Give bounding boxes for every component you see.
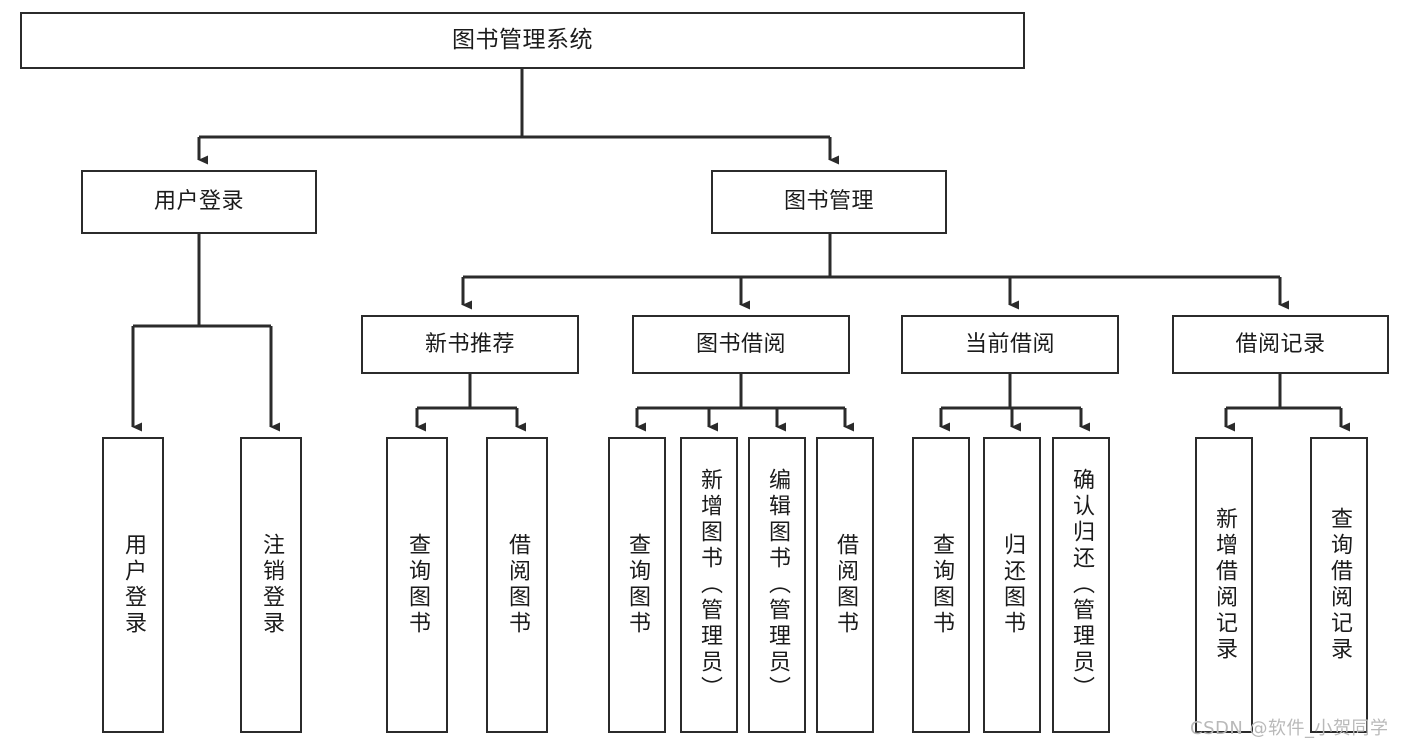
node-borrow-record[interactable]: 借阅记录 [1172,315,1389,374]
node-leaf-confirm-return-admin-label: 确认归还（管理员） [1069,468,1094,702]
node-leaf-edit-book-admin[interactable]: 编辑图书（管理员） [748,437,806,733]
node-leaf-edit-book-admin-label: 编辑图书（管理员） [765,468,790,702]
node-leaf-query-book-current-label: 查询图书 [929,533,954,637]
node-leaf-query-borrow-record[interactable]: 查询借阅记录 [1310,437,1368,733]
node-leaf-borrow-book-label: 借阅图书 [833,533,858,637]
node-leaf-user-login[interactable]: 用户登录 [102,437,164,733]
node-user-login-label: 用户登录 [153,189,244,215]
node-leaf-borrow-book-recommend[interactable]: 借阅图书 [486,437,548,733]
node-book-management-label: 图书管理 [783,189,874,215]
node-current-borrow-label: 当前借阅 [964,331,1055,357]
node-leaf-return-book[interactable]: 归还图书 [983,437,1041,733]
node-leaf-return-book-label: 归还图书 [1000,533,1025,637]
node-book-borrow[interactable]: 图书借阅 [632,315,850,374]
node-leaf-query-book-borrow-label: 查询图书 [625,533,650,637]
node-book-borrow-label: 图书借阅 [695,331,786,357]
node-leaf-query-borrow-record-label: 查询借阅记录 [1327,507,1352,663]
node-leaf-add-borrow-record[interactable]: 新增借阅记录 [1195,437,1253,733]
node-current-borrow[interactable]: 当前借阅 [901,315,1119,374]
node-leaf-borrow-book-recommend-label: 借阅图书 [505,533,530,637]
node-leaf-confirm-return-admin[interactable]: 确认归还（管理员） [1052,437,1110,733]
node-book-management[interactable]: 图书管理 [711,170,947,234]
node-leaf-query-book-current[interactable]: 查询图书 [912,437,970,733]
node-leaf-query-book-borrow[interactable]: 查询图书 [608,437,666,733]
node-leaf-user-login-label: 用户登录 [121,533,146,637]
node-leaf-user-logout[interactable]: 注销登录 [240,437,302,733]
node-root[interactable]: 图书管理系统 [20,12,1025,69]
node-leaf-borrow-book[interactable]: 借阅图书 [816,437,874,733]
node-leaf-query-book-recommend[interactable]: 查询图书 [386,437,448,733]
node-leaf-query-book-recommend-label: 查询图书 [405,533,430,637]
node-new-book-recommend-label: 新书推荐 [424,331,515,357]
node-new-book-recommend[interactable]: 新书推荐 [361,315,579,374]
node-leaf-user-logout-label: 注销登录 [259,533,284,637]
node-user-login[interactable]: 用户登录 [81,170,317,234]
node-leaf-add-borrow-record-label: 新增借阅记录 [1212,507,1237,663]
csdn-watermark: CSDN @软件_小贺同学 [1190,718,1389,739]
node-leaf-add-book-admin[interactable]: 新增图书（管理员） [680,437,738,733]
node-borrow-record-label: 借阅记录 [1235,331,1326,357]
node-root-label: 图书管理系统 [452,27,593,54]
node-leaf-add-book-admin-label: 新增图书（管理员） [697,468,722,702]
